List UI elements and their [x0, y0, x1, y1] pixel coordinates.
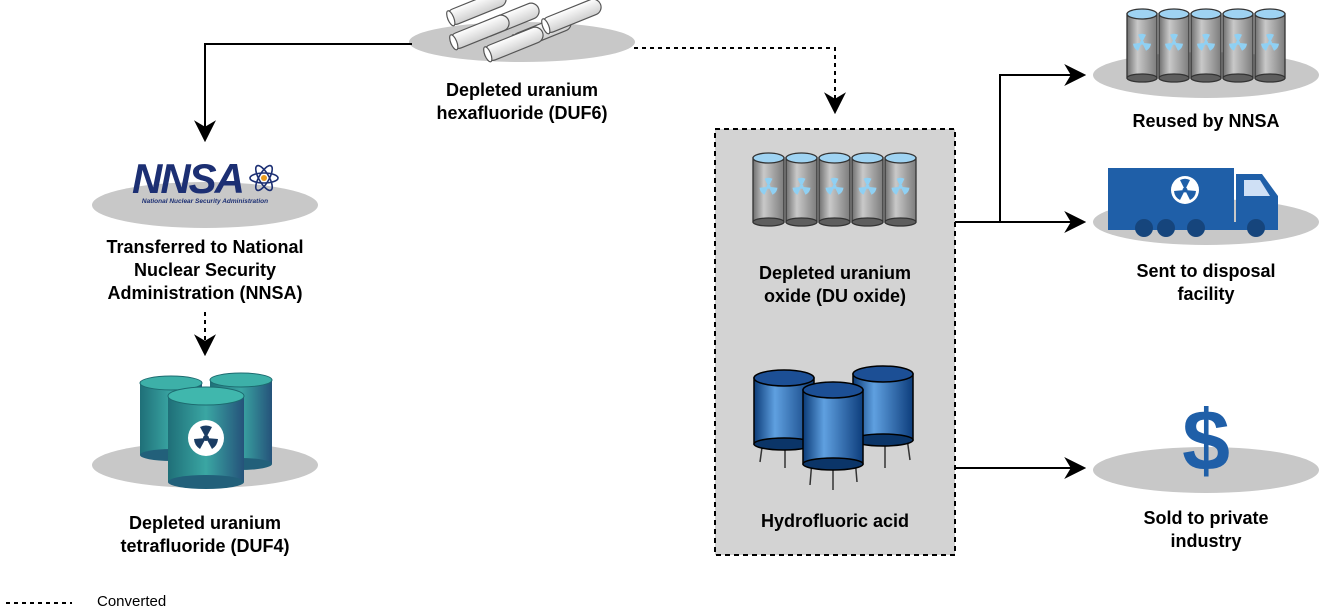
hf-acid-label: Hydrofluoric acid	[725, 510, 945, 533]
cylinder	[752, 152, 785, 227]
cylinder	[1222, 8, 1254, 83]
cylinder	[1254, 8, 1286, 83]
disposal-label-line1: Sent to disposal	[1136, 261, 1276, 281]
cylinder	[1190, 8, 1222, 83]
dollar-icon: $	[1182, 393, 1230, 489]
nnsa-logo-subtitle: National Nuclear Security Administration	[142, 198, 268, 205]
sold-label-line1: Sold to private	[1143, 508, 1269, 528]
cylinder	[1126, 8, 1158, 83]
disposal-label: Sent to disposal facility	[1096, 260, 1316, 306]
reused-label: Reused by NNSA	[1096, 110, 1316, 133]
du-oxide-label: Depleted uranium oxide (DU oxide)	[725, 262, 945, 308]
duf4-drums-icon	[139, 372, 273, 489]
hf-acid-label-line1: Hydrofluoric acid	[760, 511, 910, 531]
nnsa-platform	[92, 182, 318, 228]
cylinder	[785, 152, 818, 227]
sold-label-line2: industry	[1170, 531, 1242, 551]
nnsa-logo-text: NNSA	[132, 155, 243, 202]
du-oxide-label-line1: Depleted uranium	[758, 263, 912, 283]
nnsa-transfer-label-line1: Transferred to National	[106, 237, 304, 257]
disposal-label-line2: facility	[1177, 284, 1235, 304]
cylinder	[851, 152, 884, 227]
cylinder	[884, 152, 917, 227]
arrow-duf6-to-nnsa	[194, 43, 412, 143]
hf-acid-tanks-icon	[753, 365, 914, 490]
reused-cylinders-icon	[1126, 8, 1286, 83]
duf6-label-line2: hexafluoride (DUF6)	[436, 103, 608, 123]
atom-icon	[249, 164, 279, 192]
connectors	[194, 43, 1087, 479]
cylinder	[1158, 8, 1190, 83]
nnsa-transfer-label-line3: Administration (NNSA)	[107, 283, 303, 303]
nnsa-logo: NNSA National Nuclear Security Administr…	[132, 155, 279, 205]
truck-icon	[1108, 168, 1278, 237]
duf4-label-line1: Depleted uranium	[128, 513, 282, 533]
cylinder	[818, 152, 851, 227]
sold-label: Sold to private industry	[1096, 507, 1316, 553]
nnsa-transfer-label: Transferred to National Nuclear Security…	[80, 236, 330, 305]
duf6-label-line1: Depleted uranium	[445, 80, 599, 100]
duf4-label-line2: tetrafluoride (DUF4)	[120, 536, 290, 556]
sold-platform	[1093, 447, 1319, 493]
arrow-process-to-reused	[955, 64, 1087, 223]
duf4-label: Depleted uranium tetrafluoride (DUF4)	[95, 512, 315, 558]
legend-converted-label: Converted	[97, 593, 167, 610]
nnsa-transfer-label-line2: Nuclear Security	[133, 260, 277, 280]
duf6-cylinders-icon	[446, 0, 602, 63]
reused-label-line1: Reused by NNSA	[1132, 111, 1280, 131]
duf6-label: Depleted uranium hexafluoride (DUF6)	[412, 79, 632, 125]
du-oxide-label-line2: oxide (DU oxide)	[763, 286, 906, 306]
arrow-duf6-to-process	[634, 47, 846, 115]
du-oxide-cylinders-icon	[752, 152, 917, 227]
